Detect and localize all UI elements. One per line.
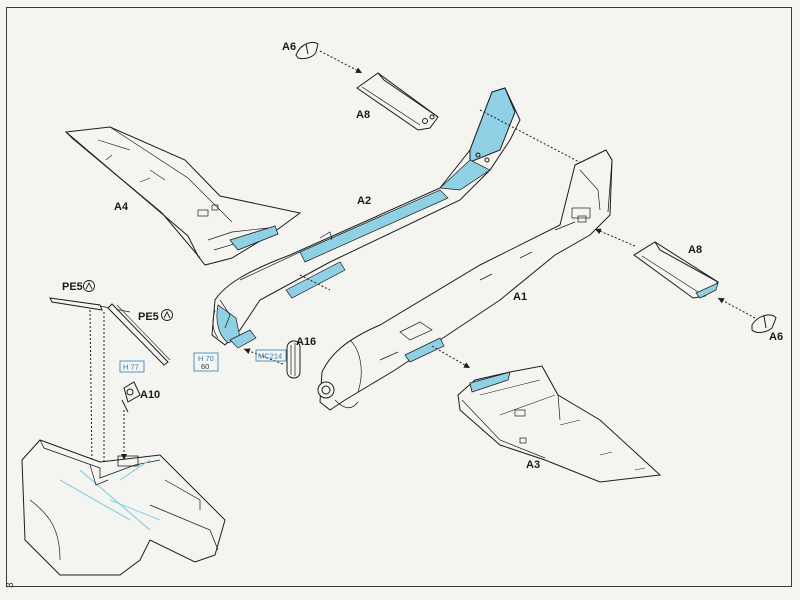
guide-a6-to-a8 — [717, 297, 756, 319]
guide-a8-to-a1 — [594, 228, 636, 247]
svg-text:MC214: MC214 — [258, 352, 282, 361]
part-a2-fuselage — [211, 87, 521, 349]
part-a10 — [121, 381, 141, 413]
photo-etch-icon — [83, 280, 95, 292]
label-a2: A2 — [357, 195, 371, 207]
label-pe5-right: PE5 — [138, 311, 159, 323]
label-a3: A3 — [526, 459, 540, 471]
label-a8-top: A8 — [356, 109, 370, 121]
guide-a1-to-a3 — [431, 345, 471, 369]
label-a1: A1 — [513, 291, 527, 303]
label-a10: A10 — [140, 389, 160, 401]
guide-a16 — [243, 348, 284, 365]
paint-ref-mc214: MC214 — [255, 349, 287, 362]
page-border — [6, 7, 792, 587]
label-a4: A4 — [114, 201, 129, 213]
part-a6-top — [295, 41, 319, 60]
svg-text:H 70: H 70 — [198, 354, 214, 363]
photo-etch-icon — [161, 309, 173, 321]
label-a6-right: A6 — [769, 331, 783, 343]
guide-pe5-down-1 — [89, 309, 93, 466]
svg-text:60: 60 — [201, 362, 209, 371]
part-a4-wing — [64, 126, 302, 266]
part-a3-wing — [457, 365, 662, 483]
guide-a6-to-a8 — [319, 50, 363, 74]
part-a16 — [286, 340, 301, 379]
paint-ref-h77: H 77 — [119, 360, 145, 373]
part-a1-fuselage — [317, 149, 613, 411]
label-a16: A16 — [296, 336, 316, 348]
detail-view — [21, 439, 226, 576]
paint-ref-h70: H 70 60 — [193, 352, 219, 372]
part-pe5-right — [107, 303, 171, 366]
label-pe5-left: PE5 — [62, 281, 83, 293]
part-a6-right — [751, 314, 777, 333]
part-a8-top — [356, 72, 439, 131]
label-a8-right: A8 — [688, 244, 702, 256]
guide-a2-to-a1 — [299, 274, 331, 291]
svg-text:H 77: H 77 — [123, 363, 139, 372]
label-a6-top: A6 — [282, 41, 296, 53]
part-a8-right — [633, 241, 719, 299]
page-number: 3 — [5, 582, 16, 588]
